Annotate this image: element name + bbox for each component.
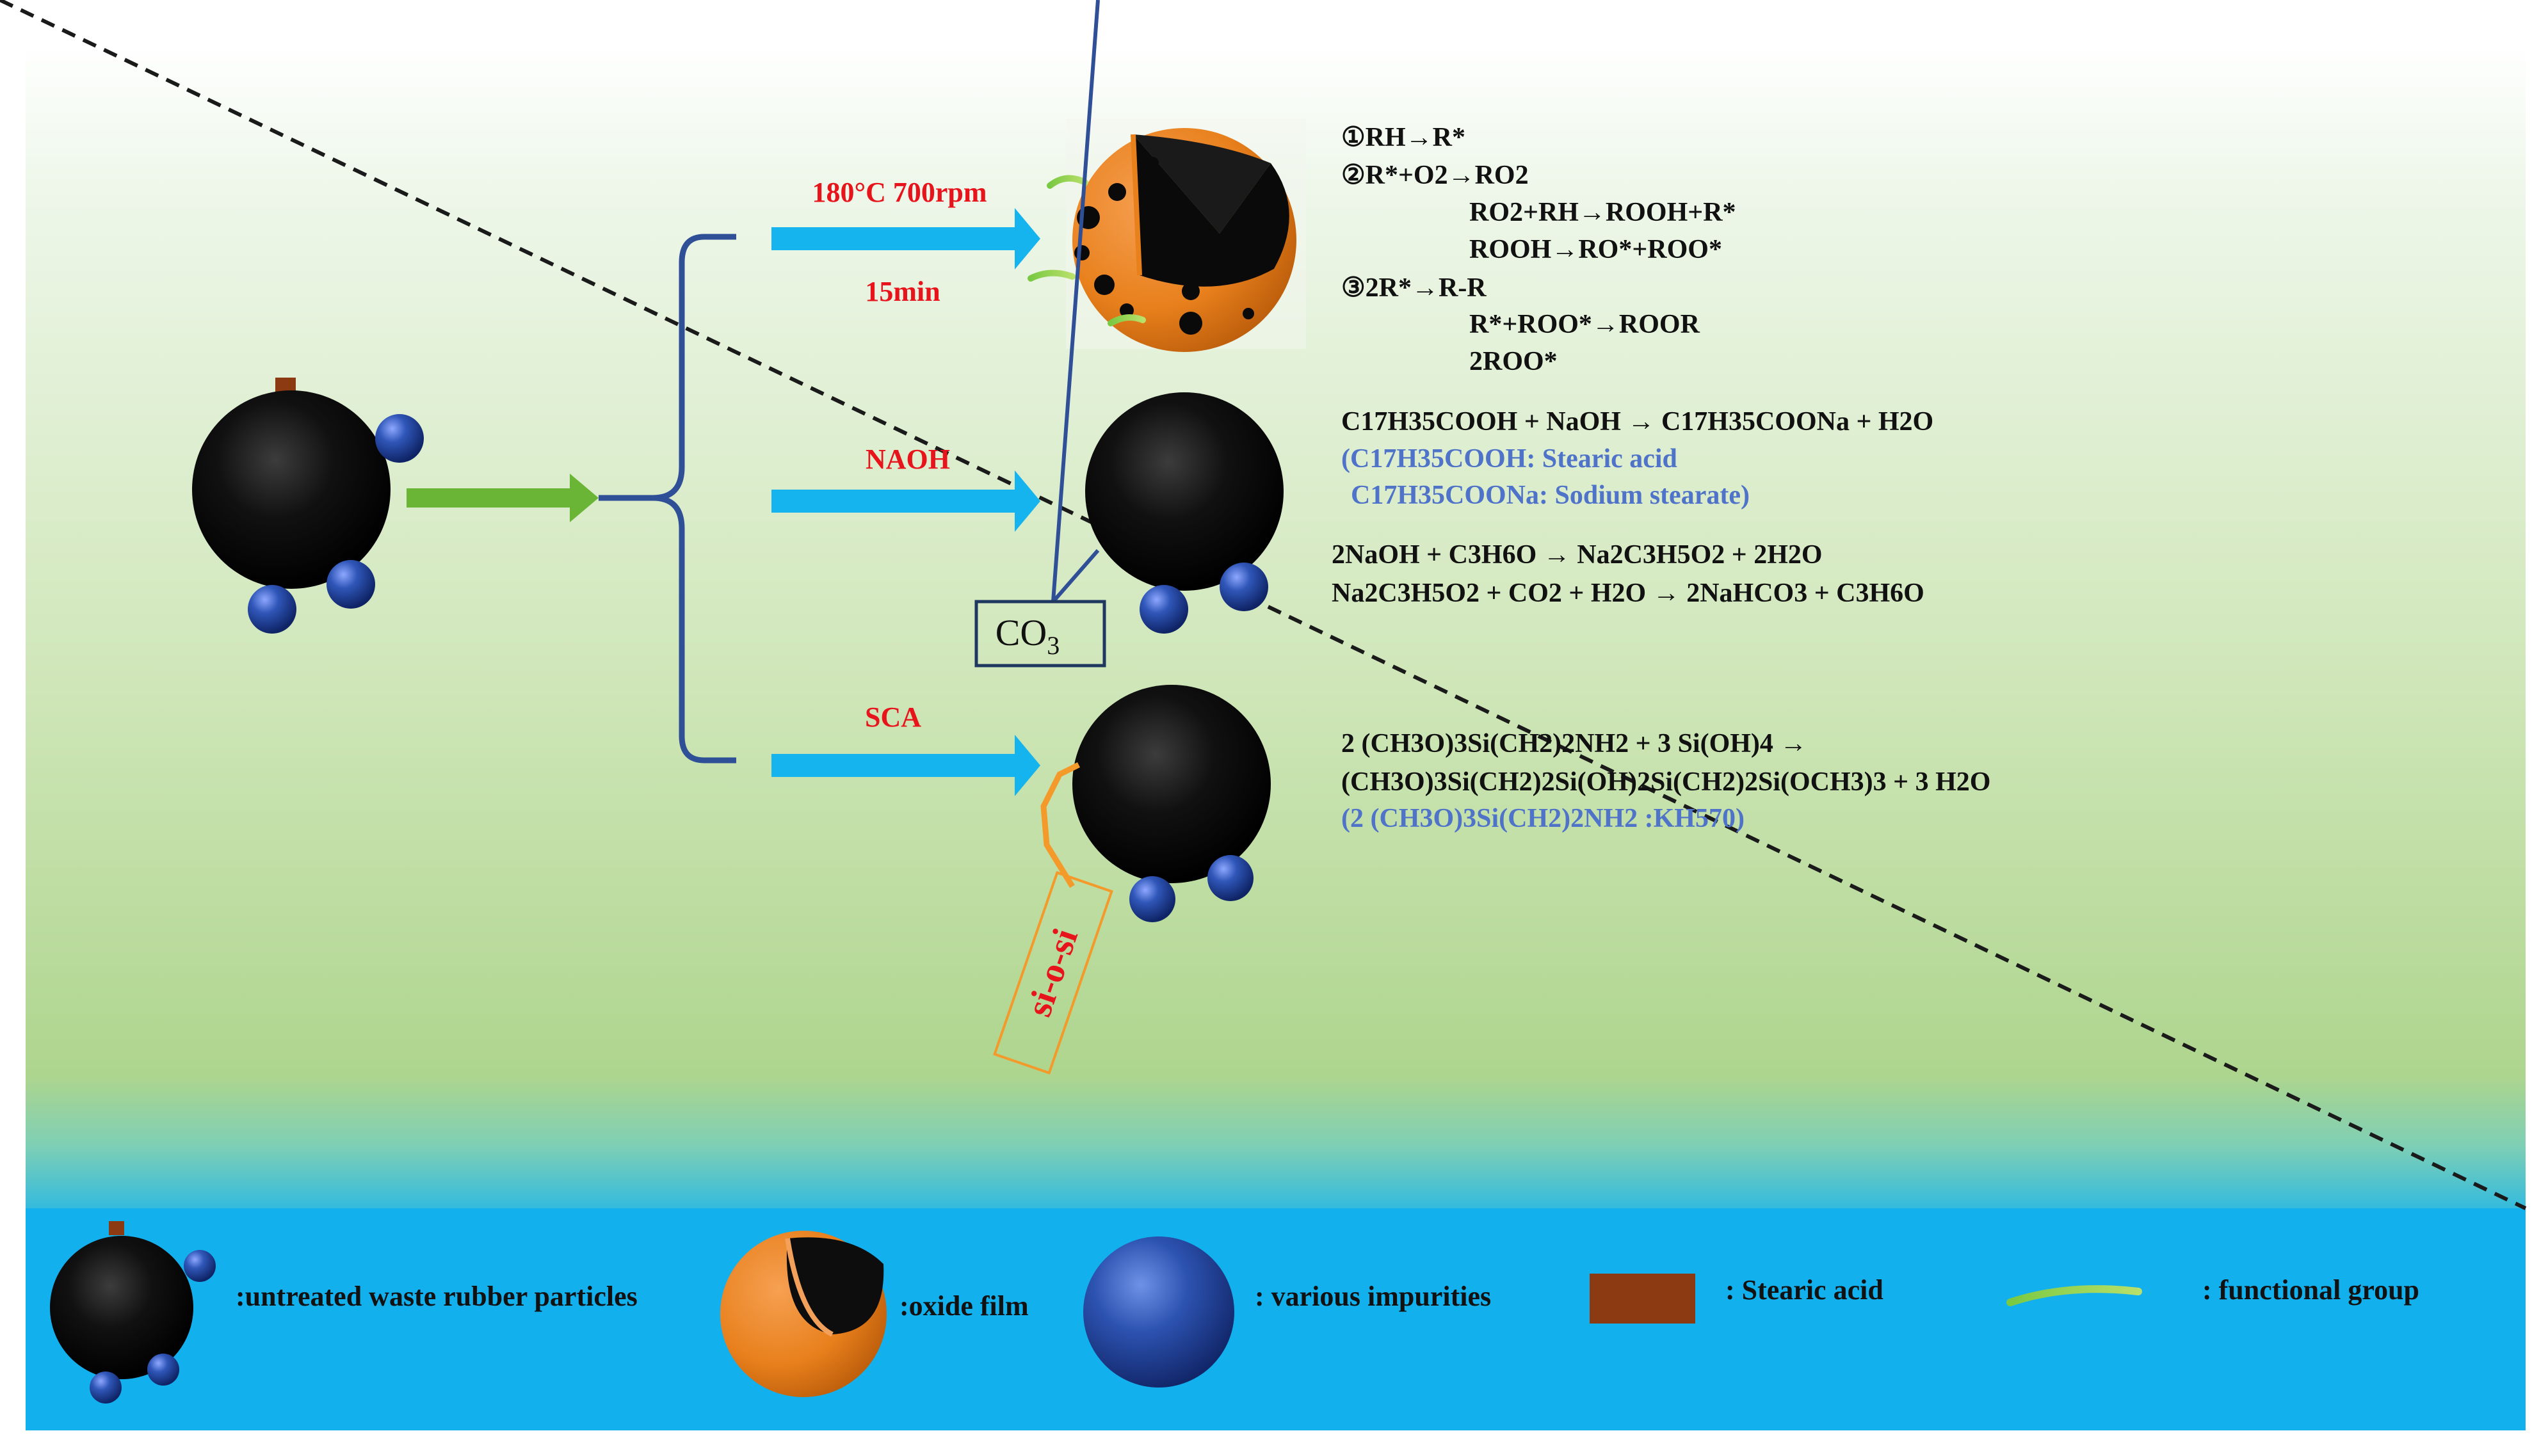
impurity-ball [1207, 855, 1254, 901]
oxidized-particle [1028, 118, 1306, 352]
functional-group-strand [1047, 175, 1088, 189]
naoh-equation-2: 2NaOH + C3H6O → Na2C3H5O2 + 2H2O [1332, 540, 1823, 570]
legend-particles-label: :untreated waste rubber particles [236, 1281, 638, 1312]
oxidation-line-5: ③2R*→R-R [1341, 273, 1487, 303]
legend-stearic-icon [1590, 1274, 1695, 1324]
co3-label: CO3 [996, 612, 1060, 660]
sca-reactions: 2 (CH3O)3Si(CH2)2NH2 + 3 Si(OH)4 → (CH3O… [1341, 729, 1990, 833]
arrow-sca [771, 735, 1040, 796]
functional-group-strand [1108, 314, 1146, 326]
thermal-condition-bottom: 15min [865, 276, 940, 307]
green-arrow [407, 474, 599, 522]
oxidation-line-3: RO2+RH→ROOH+R* [1469, 198, 1736, 227]
sca-label: SCA [865, 701, 921, 733]
legend-rubber-particle-icon [50, 1221, 216, 1404]
naoh-label: NAOH [866, 444, 950, 475]
naoh-note-1: (C17H35COOH: Stearic acid [1341, 444, 1677, 474]
impurity-ball [1129, 876, 1175, 922]
untreated-rubber-particle [192, 378, 424, 634]
arrow-naoh [771, 470, 1040, 532]
legend-functional-group-icon [2006, 1285, 2142, 1306]
impurity-ball [327, 560, 375, 609]
functional-group-strand [1028, 269, 1076, 282]
oxidation-reactions: ①RH→R* ②R*+O2→RO2 RO2+RH→ROOH+R* ROOH→RO… [1341, 123, 1736, 376]
naoh-equation-1: C17H35COOH + NaOH → C17H35COONa + H2O [1341, 407, 1933, 436]
legend-stearic-label: : Stearic acid [1725, 1274, 1883, 1306]
naoh-equation-3: Na2C3H5O2 + CO2 + H2O → 2NaHCO3 + C3H6O [1332, 579, 1924, 608]
naoh-treated-particle: CO3 [974, 0, 1284, 668]
legend-functional-label: : functional group [2202, 1274, 2419, 1306]
legend-divider [0, 0, 2527, 1210]
impurity-ball [1220, 563, 1268, 611]
oxidation-line-6: R*+ROO*→ROOR [1469, 310, 1700, 339]
impurity-ball [1140, 585, 1188, 634]
sca-equation-2: (CH3O)3Si(CH2)2Si(OH)2Si(CH2)2Si(OCH3)3 … [1341, 767, 1990, 797]
silane-chain [1040, 762, 1081, 888]
oxidation-line-2: ②R*+O2→RO2 [1341, 161, 1529, 190]
impurity-ball [248, 585, 296, 634]
naoh-reactions: C17H35COOH + NaOH → C17H35COONa + H2O (C… [1332, 407, 1933, 608]
branch-brace [599, 234, 736, 764]
legend-oxide-film-icon [720, 1231, 887, 1397]
sca-equation-1: 2 (CH3O)3Si(CH2)2NH2 + 3 Si(OH)4 → [1341, 729, 1807, 758]
oxidation-line-4: ROOH→RO*+ROO* [1469, 235, 1722, 264]
arrow-thermal [771, 208, 1040, 269]
co3-box [974, 600, 1106, 668]
si-o-si-box [993, 870, 1113, 1075]
legend: :untreated waste rubber particles :oxide… [50, 1221, 2419, 1404]
sca-note: (2 (CH3O)3Si(CH2)2NH2 :KH570) [1341, 804, 1745, 833]
oxidation-line-7: 2ROO* [1469, 347, 1558, 376]
naoh-note-2: C17H35COONa: Sodium stearate) [1351, 481, 1750, 510]
legend-oxide-label: :oxide film [899, 1290, 1029, 1322]
thermal-condition-top: 180°C 700rpm [812, 177, 987, 208]
legend-impurities-label: : various impurities [1255, 1281, 1491, 1312]
legend-impurity-icon [1083, 1236, 1234, 1388]
legend-band [26, 1208, 2526, 1430]
impurity-ball [375, 414, 424, 463]
oxidation-line-1: ①RH→R* [1341, 123, 1465, 152]
